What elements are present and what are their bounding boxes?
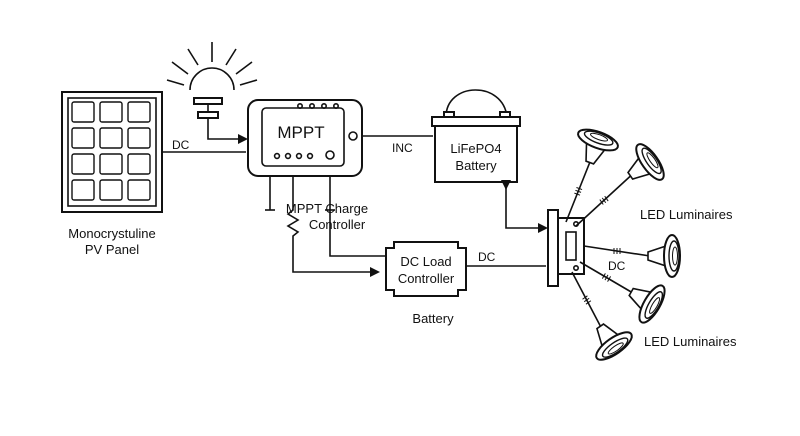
charge-controller-label-line2: Controller [309, 217, 366, 232]
pv-cell [127, 101, 151, 123]
pv-cell [71, 127, 95, 149]
led-luminaire-icon [575, 143, 665, 227]
pv-cell [71, 179, 95, 201]
battery-label-line1: LiFePO4 [450, 141, 501, 156]
luminaires-top-label: LED Luminaires [640, 207, 733, 222]
battery-to-hub-wire [501, 180, 548, 233]
battery-label-line2: Battery [455, 158, 497, 173]
led-luminaire-icon [579, 261, 666, 324]
dc-load-label-line2: Controller [398, 271, 455, 286]
inc-label: INC [392, 141, 413, 155]
pv-cell [71, 101, 95, 123]
pv-panel-label-line2: PV Panel [85, 242, 139, 257]
pv-panel-label-line1: Monocrystuline [68, 226, 155, 241]
dc-panel-label: DC [172, 138, 190, 152]
controller-to-load-wire [329, 210, 386, 257]
mppt-label: MPPT [277, 123, 324, 142]
pv-cell [127, 153, 151, 175]
led-luminaire-icon [565, 128, 619, 223]
light-sensor-icon [193, 97, 248, 144]
mppt-to-load-wire [286, 176, 380, 277]
pv-cell [127, 127, 151, 149]
pv-cell [99, 179, 123, 201]
pv-cell [99, 153, 123, 175]
pv-cell [71, 153, 95, 175]
dc-load-out-label: DC [478, 250, 496, 264]
sun-icon [166, 42, 258, 91]
battery-bottom-label: Battery [412, 311, 454, 326]
dc-load-label-line1: DC Load [400, 254, 451, 269]
pv-cell [127, 179, 151, 201]
mppt-controller [247, 99, 363, 177]
luminaires-bottom-label: LED Luminaires [644, 334, 737, 349]
pv-cell [99, 127, 123, 149]
junction-hub [547, 209, 585, 287]
dc-load-controller [385, 241, 467, 297]
pv-cell [99, 101, 123, 123]
led-luminaire-icon [583, 234, 681, 278]
led-luminaire-icon [571, 271, 633, 361]
pv-panel-icon [61, 91, 163, 213]
charge-controller-label-line1: MPPT Charge [286, 201, 368, 216]
dc-luminaires-label: DC [608, 259, 626, 273]
battery-icon [431, 89, 521, 183]
